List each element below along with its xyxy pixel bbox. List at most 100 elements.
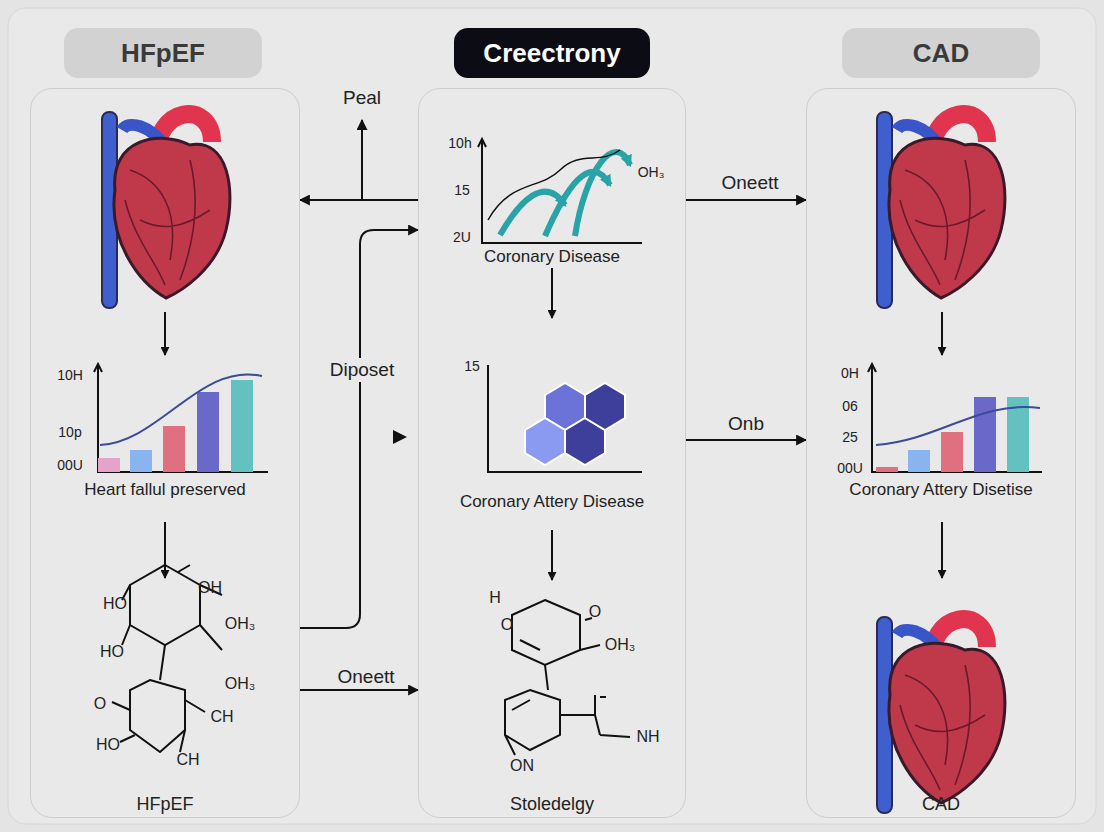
- header-pill: HFpEF: [64, 28, 262, 78]
- connector-arrow: [300, 199, 418, 201]
- drawing-path: [505, 695, 630, 755]
- header-text: Creectrony: [483, 38, 620, 69]
- drawing-path: [551, 268, 553, 318]
- axis-tick: HO: [103, 595, 127, 613]
- drawing-use: [877, 617, 1005, 813]
- axis-tick: 10h: [448, 135, 471, 151]
- drawing-rect: [130, 450, 152, 472]
- drawing-path: [94, 364, 102, 372]
- drawing-rect: [974, 397, 996, 472]
- edge-label: Oneett: [718, 171, 781, 195]
- axis-tick: OH₃: [225, 615, 256, 633]
- drawing-g: [500, 152, 630, 236]
- header-text: CAD: [913, 38, 969, 69]
- drawing-rect: [98, 458, 120, 472]
- drawing-polygon: [130, 680, 185, 752]
- drawing-rect: [231, 380, 253, 472]
- drawing-polygon: [585, 383, 625, 430]
- drawing-rect: [908, 450, 930, 472]
- header-text: HFpEF: [121, 38, 205, 69]
- drawing-g: [165, 268, 942, 580]
- axis-tick: O: [94, 695, 106, 713]
- drawing-path: [164, 522, 166, 578]
- column-caption: CAD: [807, 794, 1075, 815]
- drawing-path: [478, 139, 486, 147]
- axis-tick: 15: [464, 358, 480, 374]
- edge-label: Oneett: [334, 665, 397, 689]
- axis-tick: OH₃: [638, 164, 665, 180]
- axis-tick: 00U: [57, 457, 83, 473]
- axis-tick: 2U: [453, 229, 471, 245]
- chart-caption: Heart fallul preserved: [84, 480, 246, 500]
- edge-label: Diposet: [327, 358, 397, 382]
- axis-tick: H: [489, 589, 501, 607]
- drawing-path: [122, 565, 222, 680]
- drawing-g: [112, 565, 630, 755]
- drawing-path: [941, 522, 943, 578]
- drawing-path: [520, 618, 600, 690]
- drawing-path: [482, 140, 642, 243]
- drawing-rect: [163, 426, 185, 472]
- drawing-path: [488, 365, 642, 472]
- axis-tick: CH: [176, 751, 199, 769]
- drawing-use: [877, 112, 1005, 308]
- axis-tick: 25: [842, 429, 858, 445]
- axis-tick: NH: [636, 728, 659, 746]
- drawing-path: [488, 150, 620, 220]
- axis-tick: HO: [96, 736, 120, 754]
- axis-tick: 15: [454, 182, 470, 198]
- drawing-path: [98, 365, 268, 472]
- drawing-path: [100, 374, 262, 445]
- drawing-path: [393, 430, 407, 444]
- drawing-path: [876, 407, 1040, 445]
- header-pill: CAD: [842, 28, 1040, 78]
- drawing-rect: [8, 8, 1096, 824]
- connector-arrow: [300, 689, 418, 691]
- chart-caption: Coronary Attery Disease: [457, 492, 647, 512]
- drawing-polygon: [512, 600, 580, 665]
- axis-tick: O: [501, 616, 513, 634]
- axis-tick: HO: [100, 643, 124, 661]
- drawing-path: [164, 312, 166, 355]
- column-panel: HFpEF: [30, 88, 300, 818]
- drawing-path: [868, 364, 876, 372]
- axis-tick: 00U: [837, 460, 863, 476]
- axis-tick: OH₃: [225, 675, 256, 693]
- drawing-path: [941, 312, 943, 355]
- drawing-polygon: [130, 565, 200, 645]
- axis-tick: 10p: [58, 424, 81, 440]
- connector-arrow: [686, 199, 806, 201]
- column-caption: Stoledelgy: [419, 794, 685, 815]
- axis-tick: 10H: [57, 367, 83, 383]
- drawing-use: [102, 112, 230, 308]
- drawing-polygon: [505, 690, 560, 750]
- column-caption: HFpEF: [31, 794, 299, 815]
- header-pill: Creectrony: [454, 28, 650, 78]
- axis-tick: CH: [210, 708, 233, 726]
- drawing-polygon: [525, 418, 565, 465]
- chart-caption: Coronary Attery Disetise: [849, 480, 1032, 500]
- axis-tick: O: [589, 603, 601, 621]
- drawing-rect: [876, 467, 898, 472]
- axis-tick: ON: [510, 757, 534, 775]
- axis-tick: 0H: [841, 365, 859, 381]
- connector-arrow: [686, 439, 806, 441]
- edge-label: Onb: [725, 412, 767, 436]
- drawing-path: [872, 365, 1042, 472]
- edge-label: Peal: [340, 86, 384, 110]
- drawing-rect: [197, 392, 219, 472]
- branch-arrow: [361, 120, 363, 200]
- drawing-path: [112, 700, 205, 752]
- drawing-g: [98, 140, 1042, 472]
- drawing-path: [551, 530, 553, 580]
- drawing-path: [575, 152, 630, 236]
- chart-caption: Coronary Disease: [484, 247, 620, 267]
- axis-tick: 06: [842, 398, 858, 414]
- connector-arrow: [300, 230, 418, 628]
- axis-tick: OH: [198, 579, 222, 597]
- drawing-rect: [941, 432, 963, 472]
- axis-tick: OH₃: [605, 636, 636, 654]
- column-panel: CAD: [806, 88, 1076, 818]
